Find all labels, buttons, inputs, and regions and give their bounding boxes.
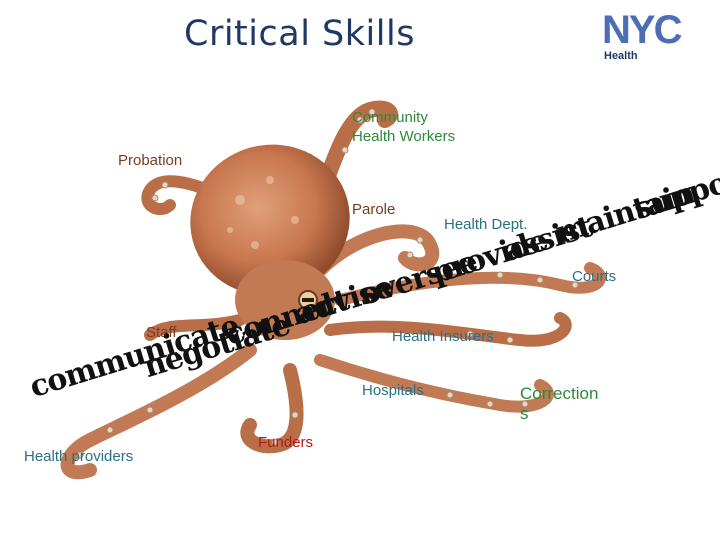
label-health-dept: Health Dept. bbox=[444, 216, 528, 233]
label-parole: Parole bbox=[352, 201, 396, 218]
logo-sub-text: Health bbox=[604, 50, 638, 62]
label-health-providers: Health providers bbox=[24, 448, 134, 465]
label-hospitals: Hospitals bbox=[362, 382, 424, 399]
label-corrections: Correction s bbox=[520, 384, 599, 423]
label-community-health-workers: Community Health Workers bbox=[352, 109, 456, 145]
slide-title: Critical Skills bbox=[184, 14, 415, 54]
label-probation: Probation bbox=[118, 152, 183, 169]
octopus-suckers bbox=[76, 108, 579, 459]
label-funders: Funders bbox=[258, 434, 314, 451]
label-staff: Staff bbox=[146, 324, 177, 341]
octopus-spots bbox=[227, 176, 299, 249]
octopus-mantle bbox=[190, 144, 350, 296]
logo-main-text: NYC bbox=[602, 8, 682, 52]
octopus-head bbox=[235, 260, 335, 340]
label-courts: Courts bbox=[572, 268, 617, 285]
label-health-insurers: Health Insurers bbox=[392, 328, 494, 345]
nyc-health-logo: NYC Health bbox=[602, 8, 704, 64]
